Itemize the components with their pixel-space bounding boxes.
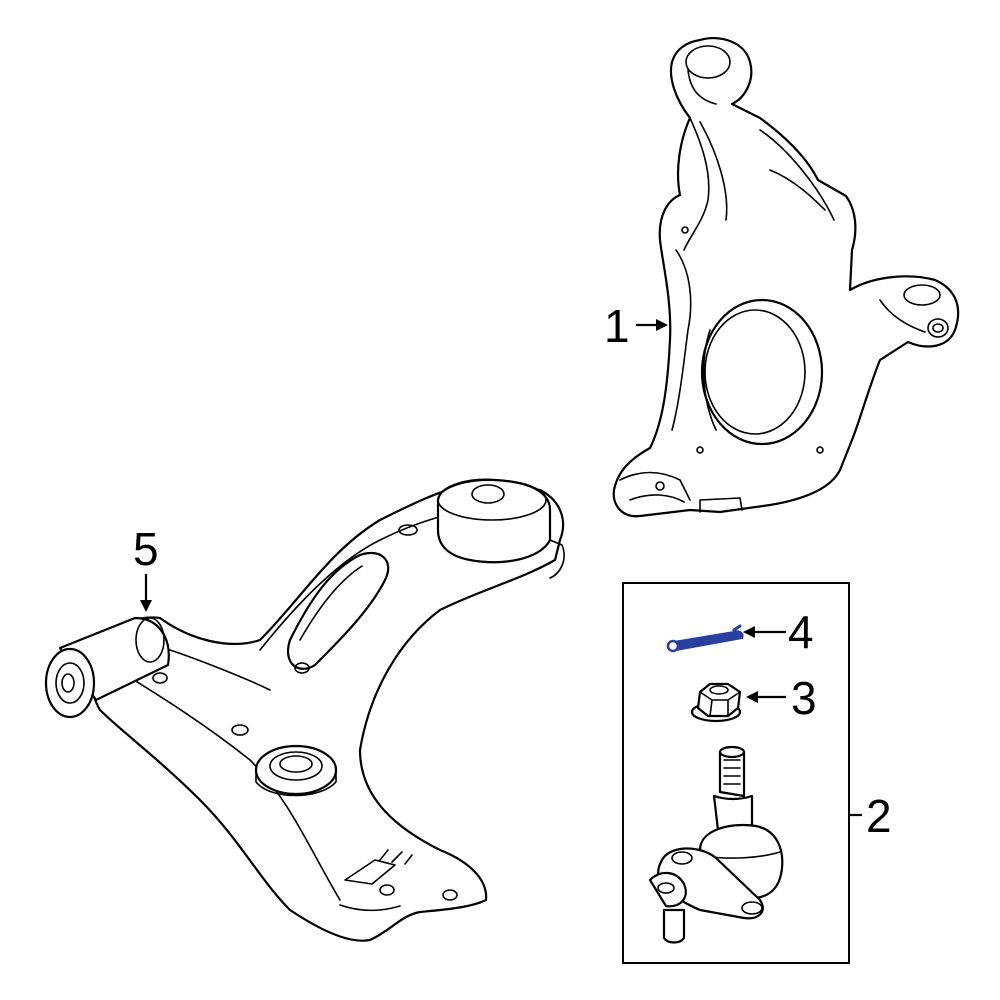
leader-4 <box>743 626 786 638</box>
cotter-pin[interactable] <box>666 624 744 653</box>
steering-knuckle[interactable] <box>612 36 960 518</box>
nut[interactable] <box>690 682 742 723</box>
leader-3 <box>746 691 786 703</box>
callout-5: 5 <box>133 523 159 575</box>
callout-1: 1 <box>604 300 630 352</box>
callout-3: 3 <box>791 672 817 724</box>
lower-control-arm[interactable] <box>44 478 565 942</box>
callout-2: 2 <box>866 790 892 842</box>
callout-4: 4 <box>788 606 814 658</box>
leader-1 <box>636 319 668 331</box>
leader-5 <box>140 574 152 612</box>
ball-joint[interactable] <box>648 745 784 944</box>
ball-joint-group-box <box>622 582 850 964</box>
